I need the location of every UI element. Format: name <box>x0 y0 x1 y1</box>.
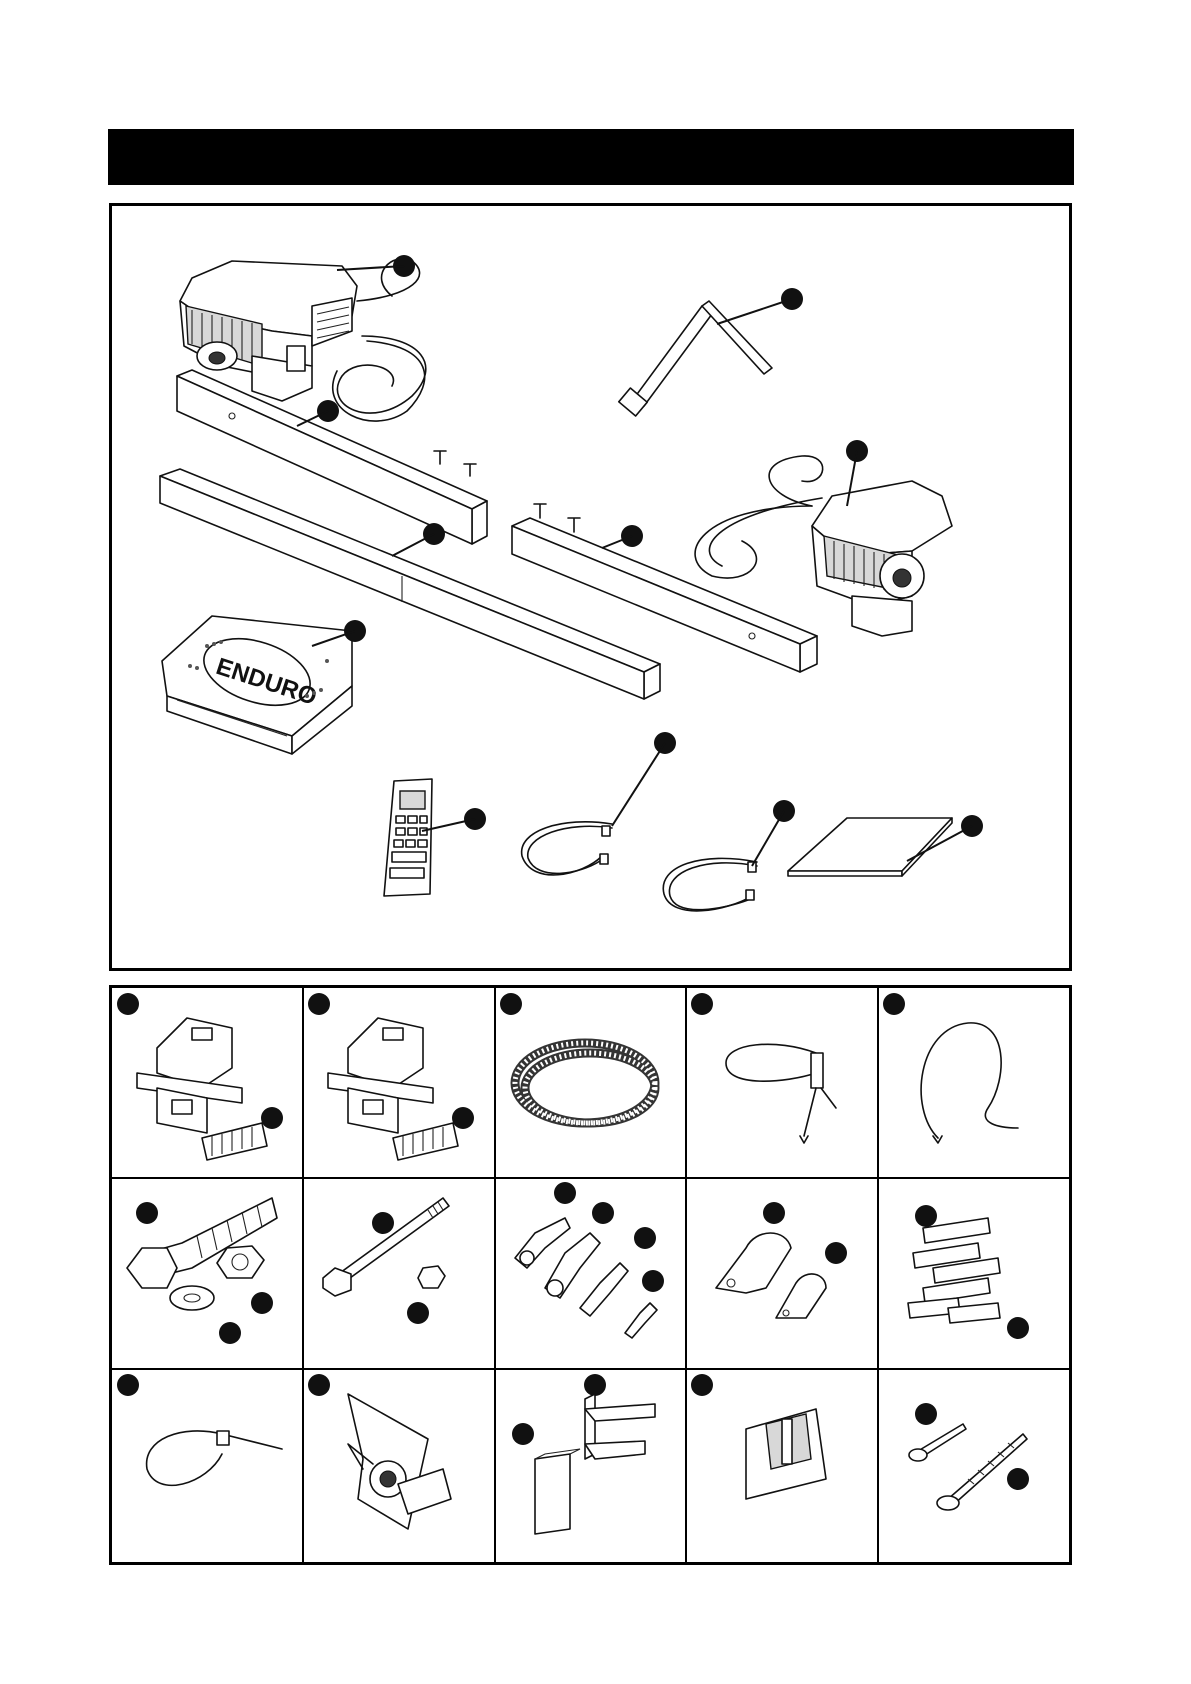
page-header-bar <box>108 129 1074 185</box>
main-parts-panel: ENDURO <box>109 203 1072 971</box>
accessory-parts-grid <box>109 985 1072 1565</box>
cell-cable-lugs <box>515 1182 664 1338</box>
handle-crank <box>619 301 772 416</box>
cable-2 <box>663 858 757 911</box>
manual-booklet <box>788 818 952 876</box>
remote-control <box>384 779 432 896</box>
control-box: ENDURO <box>162 616 352 754</box>
cell-cable-tie <box>117 1374 282 1485</box>
cable-1 <box>522 822 612 875</box>
cell-axle-bolt-nut <box>323 1198 449 1324</box>
cell-remote-holder <box>691 1374 826 1499</box>
cell-tube-connectors <box>512 1374 655 1534</box>
cell-pipe-clamps <box>716 1202 847 1318</box>
cell-cable-with-fuse <box>691 993 836 1143</box>
cell-bolt-nut-washer <box>127 1198 277 1344</box>
cell-earth-cable <box>883 993 1018 1143</box>
grid-lines <box>112 988 1069 1562</box>
cell-main-switch <box>308 1374 451 1529</box>
cell-corrugated-hose <box>500 993 655 1123</box>
cell-mounting-bracket-right <box>308 993 474 1160</box>
cell-mounting-bracket-left <box>117 993 283 1160</box>
cell-screws <box>909 1403 1029 1510</box>
cell-rubber-pads <box>908 1205 1029 1339</box>
